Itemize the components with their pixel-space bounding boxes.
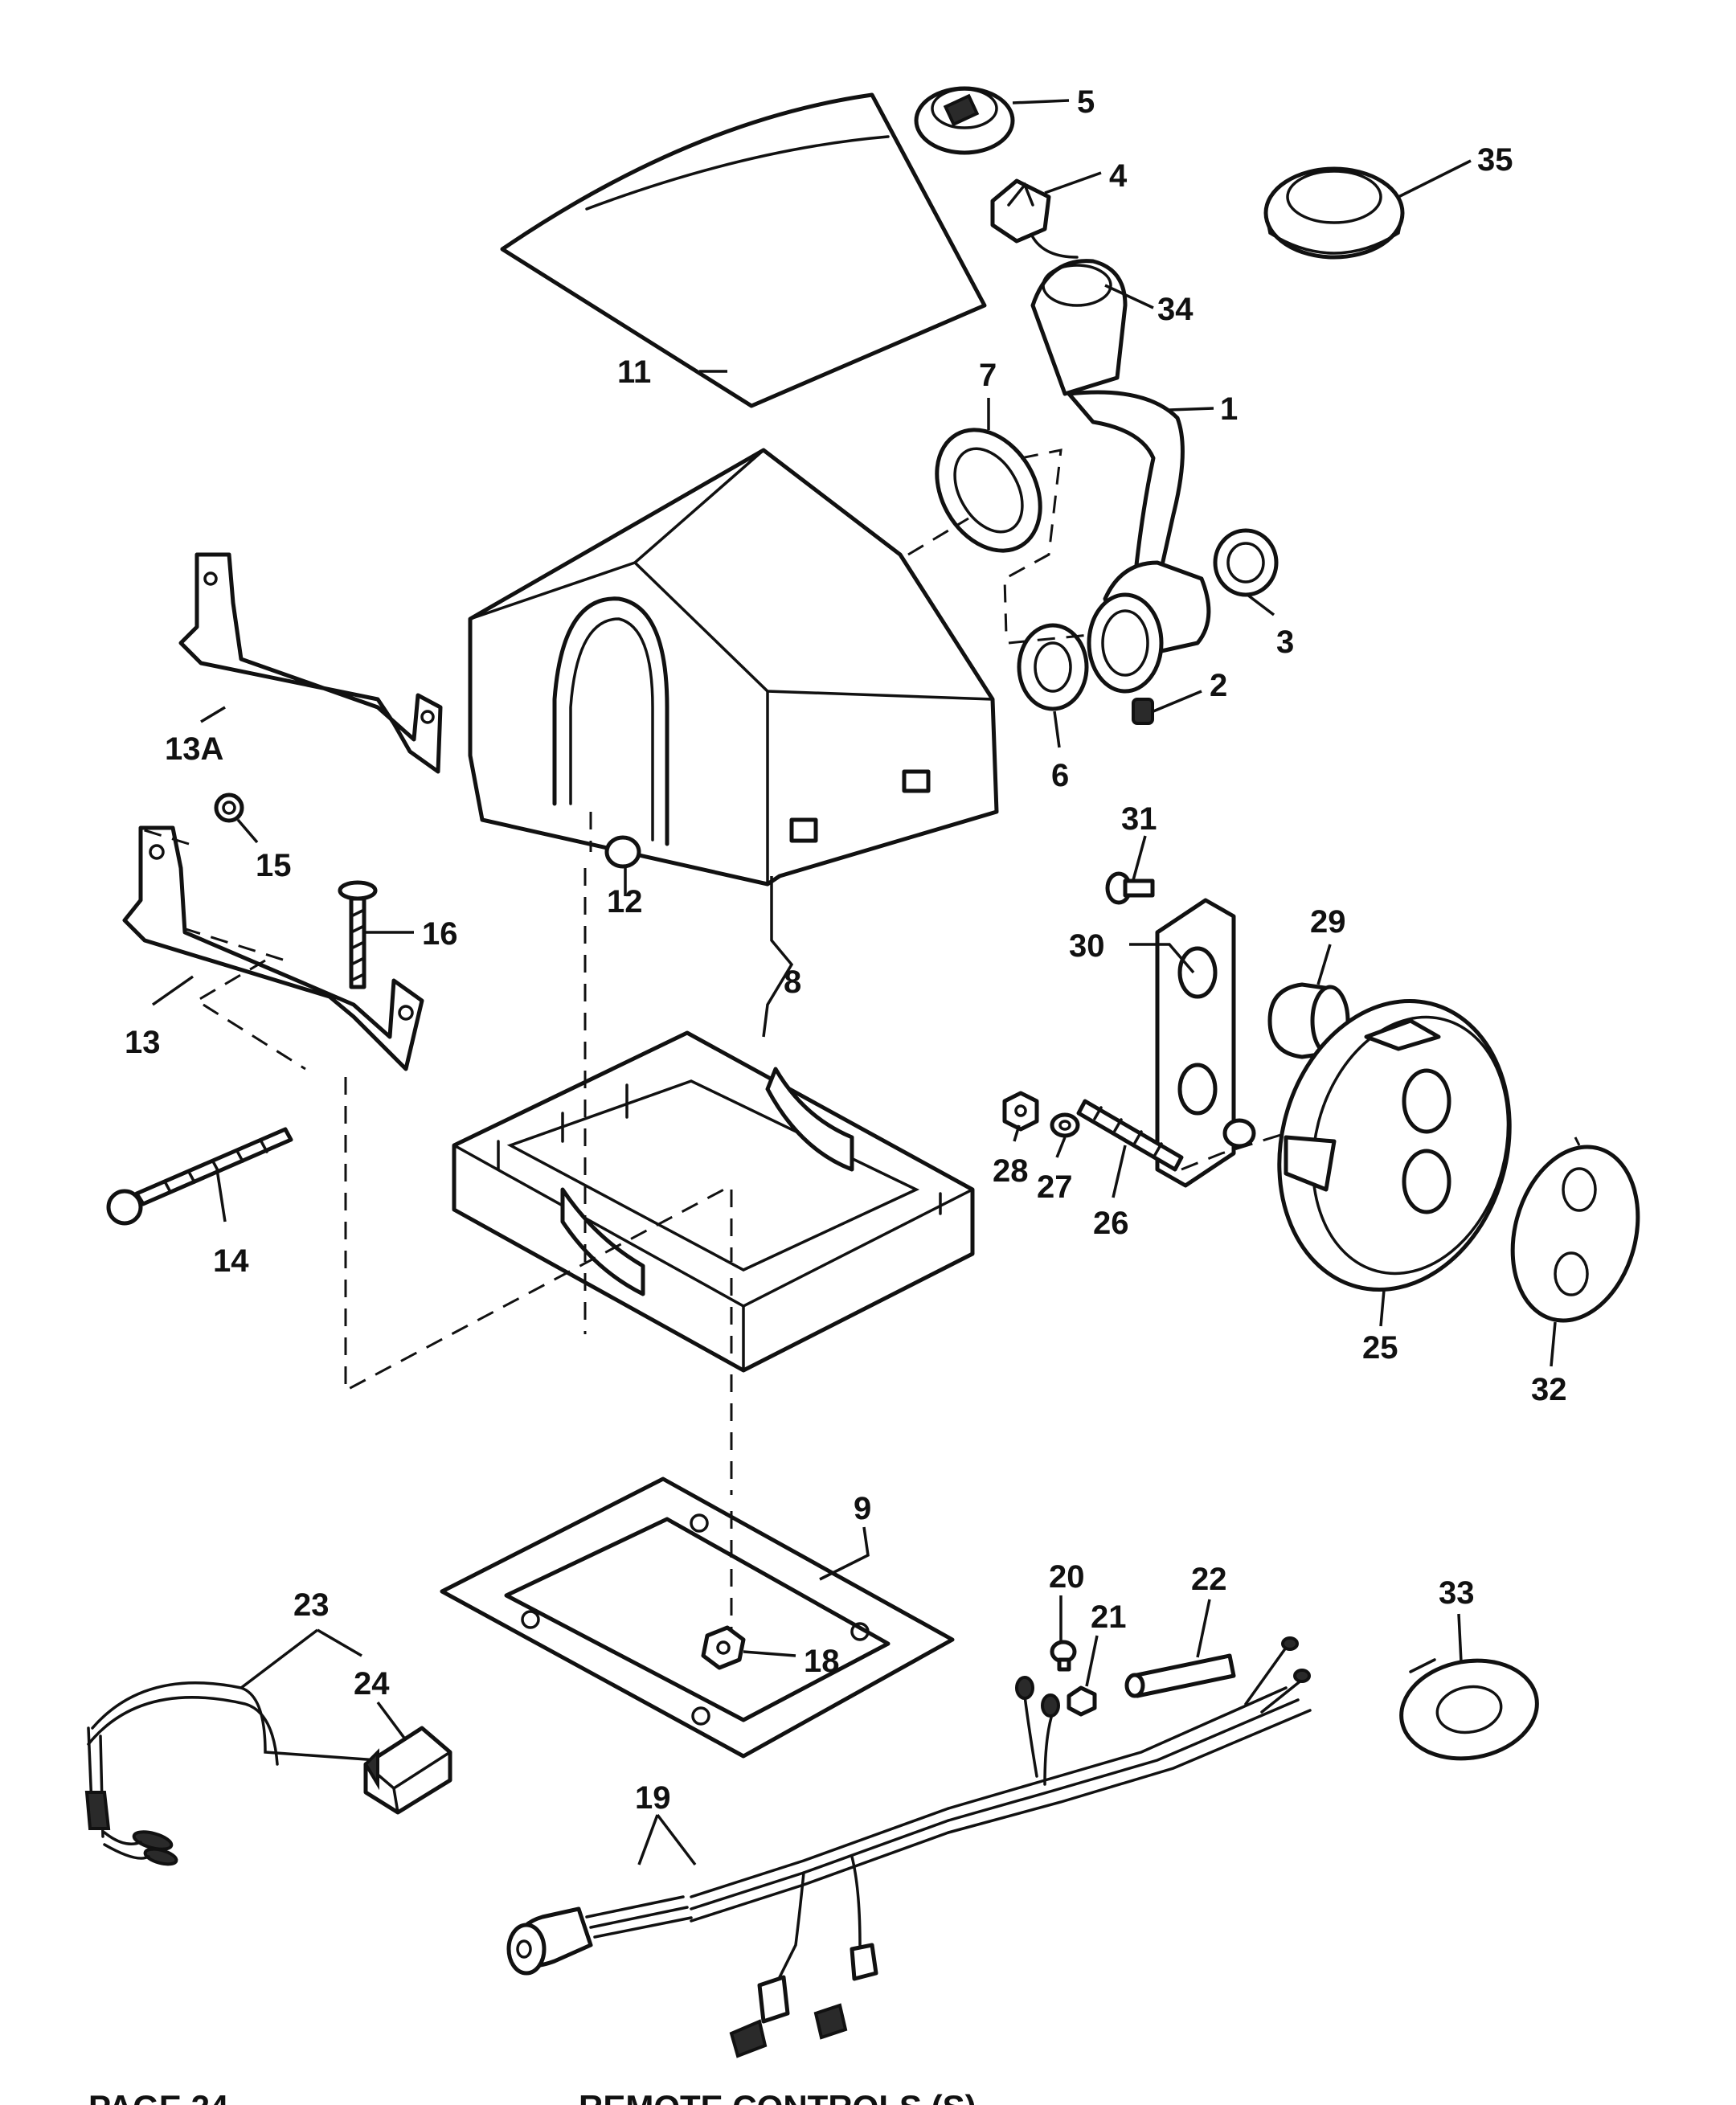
part-13-bracket (122, 825, 424, 1071)
part-16-screw (338, 880, 378, 989)
part-12-plug (604, 835, 641, 869)
callout-30: 30 (1069, 928, 1105, 964)
callout-19: 19 (635, 1780, 671, 1816)
callout-23: 23 (293, 1587, 330, 1623)
leader-lines (151, 99, 1557, 1866)
callout-20: 20 (1049, 1559, 1085, 1595)
part-14-long-bolt (106, 1127, 293, 1226)
callout-28: 28 (993, 1153, 1029, 1189)
callout-5: 5 (1077, 84, 1095, 120)
callout-33: 33 (1439, 1575, 1475, 1611)
callout-8: 8 (784, 964, 801, 1000)
part-27-washer (1050, 1112, 1080, 1138)
callout-13: 13 (125, 1025, 161, 1060)
part-11-decal (500, 92, 987, 408)
callout-35: 35 (1477, 142, 1513, 178)
part-8-base-frame (452, 1030, 975, 1373)
part-19-wiring-harness (506, 1636, 1312, 2058)
part-21-nut (1067, 1685, 1097, 1717)
part-7-seal-ring (935, 428, 1042, 553)
callout-3: 3 (1276, 625, 1294, 660)
callout-16: 16 (422, 916, 458, 952)
part-26-threaded-rod (1076, 1099, 1184, 1172)
part-9-gasket-plate (440, 1476, 955, 1759)
callout-13a: 13A (165, 731, 223, 767)
callout-4: 4 (1109, 158, 1128, 194)
callout-6: 6 (1051, 758, 1069, 793)
part-23-24-switch-harness (84, 1681, 452, 1866)
callout-21: 21 (1091, 1599, 1127, 1635)
assembly-lines (136, 448, 1581, 1632)
callout-labels: 11 5 4 35 34 1 7 3 2 6 13A 15 16 13 14 1… (125, 84, 1567, 1816)
callout-14: 14 (213, 1243, 249, 1279)
part-2-set-screw (1132, 698, 1154, 725)
part-25-bezel (1277, 999, 1512, 1292)
page-title: REMOTE CONTROLS (S) (579, 2088, 976, 2105)
callout-15: 15 (256, 848, 292, 883)
callout-18: 18 (804, 1644, 840, 1679)
callout-25: 25 (1362, 1330, 1398, 1366)
part-32-decal-disc (1510, 1145, 1640, 1323)
part-35-cap (1263, 166, 1405, 260)
part-18-nut (701, 1625, 746, 1670)
part-4-switch (990, 178, 1079, 259)
callout-27: 27 (1037, 1169, 1073, 1205)
callout-24: 24 (354, 1666, 390, 1702)
callout-12: 12 (607, 884, 643, 919)
callout-22: 22 (1191, 1562, 1227, 1597)
callout-9: 9 (854, 1491, 871, 1526)
callout-7: 7 (979, 358, 997, 393)
part-15-nut (214, 792, 244, 823)
callout-34: 34 (1157, 292, 1194, 327)
part-6-collar (1017, 623, 1089, 711)
callout-11: 11 (617, 354, 651, 390)
page-number: PAGE 24 (88, 2088, 229, 2105)
callout-2: 2 (1210, 668, 1227, 703)
part-1-control-handle (1030, 259, 1211, 694)
callout-32: 32 (1531, 1372, 1567, 1407)
part-13a-bracket (178, 552, 443, 774)
part-28-nut (1002, 1091, 1039, 1132)
part-20-screw (1050, 1640, 1077, 1672)
part-5-knob-cap (914, 86, 1015, 155)
callout-26: 26 (1093, 1206, 1129, 1241)
callout-1: 1 (1220, 391, 1238, 427)
part-30-plate (1155, 898, 1256, 1188)
part-cover (468, 448, 999, 887)
part-33-collar (1399, 1658, 1539, 1761)
part-31-screw (1105, 871, 1155, 905)
callout-29: 29 (1310, 904, 1346, 940)
part-3-bushing (1213, 528, 1279, 597)
callout-31: 31 (1121, 801, 1157, 837)
part-22-sleeve (1124, 1653, 1236, 1698)
